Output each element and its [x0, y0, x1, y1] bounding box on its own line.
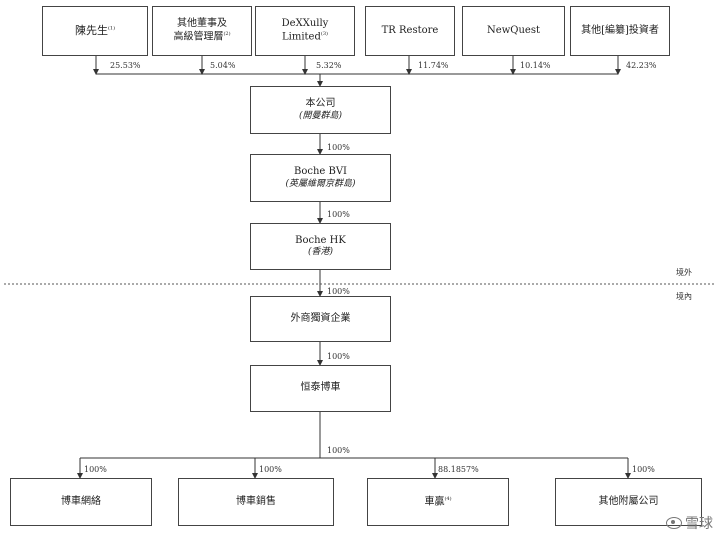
footnote-marker: (4) — [444, 495, 452, 502]
ownership-pct: 100% — [632, 465, 655, 474]
entity-name: 恒泰博車 — [300, 382, 341, 394]
shareholder-other-investors: 其他[編纂]投資者 — [570, 6, 670, 56]
ownership-pct: 100% — [327, 143, 350, 152]
entity-jurisdiction: (開曼群島) — [298, 110, 343, 121]
subsidiary-cheying: 車贏(4) — [367, 478, 509, 526]
ownership-pct: 100% — [259, 465, 282, 474]
shareholder-newquest: NewQuest — [462, 6, 565, 56]
ownership-pct: 88.1857% — [438, 465, 479, 474]
shareholding-pct: 5.32% — [316, 61, 342, 70]
weibo-logo-icon — [666, 517, 682, 529]
shareholder-name-line1: 其他董事及 — [177, 18, 227, 30]
shareholding-pct: 5.04% — [210, 61, 236, 70]
shareholder-name: NewQuest — [487, 24, 540, 36]
shareholder-dexxully: DeXXully Limited(3) — [255, 6, 355, 56]
shareholder-name: 其他[編纂]投資者 — [581, 24, 659, 36]
onshore-label: 境內 — [676, 292, 692, 301]
footnote-marker: (3) — [320, 30, 328, 37]
shareholder-name-line2: 高級管理層 — [173, 31, 224, 43]
watermark: 雪球 — [666, 513, 713, 533]
wfoe-box: 外商獨資企業 — [250, 296, 391, 342]
shareholder-directors: 其他董事及 高級管理層(2) — [152, 6, 252, 56]
entity-name: 博車銷售 — [236, 495, 276, 507]
entity-name: Boche HK — [295, 234, 346, 246]
hengtai-boche-box: 恒泰博車 — [250, 365, 391, 412]
shareholder-chen: 陳先生(1) — [42, 6, 148, 56]
entity-name: 其他附屬公司 — [598, 495, 659, 507]
entity-name: 外商獨資企業 — [290, 312, 351, 324]
entity-jurisdiction: (英屬維爾京群島) — [285, 178, 356, 189]
shareholder-name-line1: DeXXully — [281, 18, 329, 30]
shareholder-name-line2: Limited — [282, 31, 321, 43]
shareholder-name: TR Restore — [381, 24, 439, 36]
footnote-marker: (2) — [223, 30, 231, 37]
ownership-pct: 100% — [327, 446, 350, 455]
offshore-label: 境外 — [676, 268, 692, 277]
entity-name: 博車網絡 — [61, 495, 101, 507]
shareholding-pct: 10.14% — [520, 61, 551, 70]
shareholding-pct: 42.23% — [626, 61, 657, 70]
shareholding-pct: 11.74% — [418, 61, 449, 70]
footnote-marker: (1) — [107, 25, 116, 32]
ownership-pct: 100% — [327, 210, 350, 219]
boche-hk-box: Boche HK (香港) — [250, 223, 391, 270]
ownership-pct: 100% — [84, 465, 107, 474]
entity-name: 本公司 — [305, 98, 336, 110]
ownership-pct: 100% — [327, 352, 350, 361]
subsidiary-boche-sales: 博車銷售 — [178, 478, 334, 526]
company-box: 本公司 (開曼群島) — [250, 86, 391, 134]
ownership-pct: 100% — [327, 287, 350, 296]
shareholder-tr-restore: TR Restore — [365, 6, 455, 56]
shareholding-pct: 25.53% — [110, 61, 141, 70]
entity-jurisdiction: (香港) — [307, 247, 334, 258]
shareholder-name: 陳先生 — [74, 24, 108, 38]
boche-bvi-box: Boche BVI (英屬維爾京群島) — [250, 154, 391, 202]
entity-name: 車贏 — [424, 495, 445, 507]
subsidiary-boche-network: 博車網絡 — [10, 478, 152, 526]
entity-name: Boche BVI — [293, 166, 348, 178]
watermark-text: 雪球 — [685, 516, 713, 532]
